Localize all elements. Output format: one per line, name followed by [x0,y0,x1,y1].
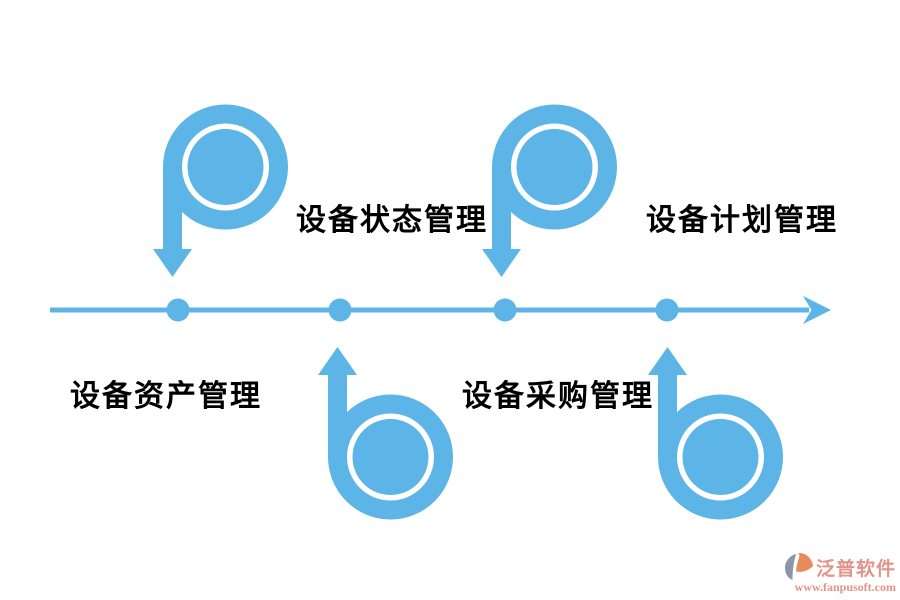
spiral-arrow-down-icon [482,104,617,277]
watermark: 泛普软件 www.fanpusoft.com [784,553,896,595]
timeline-node [166,298,190,322]
spiral-arrow-up-icon [648,347,783,520]
spiral-arrow-down-icon [153,104,288,277]
spiral-arrow-up-icon [318,347,453,520]
timeline-arrowhead-icon [803,296,831,324]
label-equipment-purchase-management: 设备采购管理 [462,380,654,413]
timeline-axis [50,296,831,324]
timeline-node [328,298,352,322]
timeline-node [655,298,679,322]
watermark-brand: 泛普软件 [815,558,896,580]
label-equipment-asset-management: 设备资产管理 [70,380,262,413]
watermark-url: www.fanpusoft.com [794,580,896,594]
timeline-node [493,298,517,322]
fanpu-logo-icon [784,553,813,581]
label-equipment-plan-management: 设备计划管理 [646,204,838,237]
label-equipment-status-management: 设备状态管理 [296,204,488,237]
